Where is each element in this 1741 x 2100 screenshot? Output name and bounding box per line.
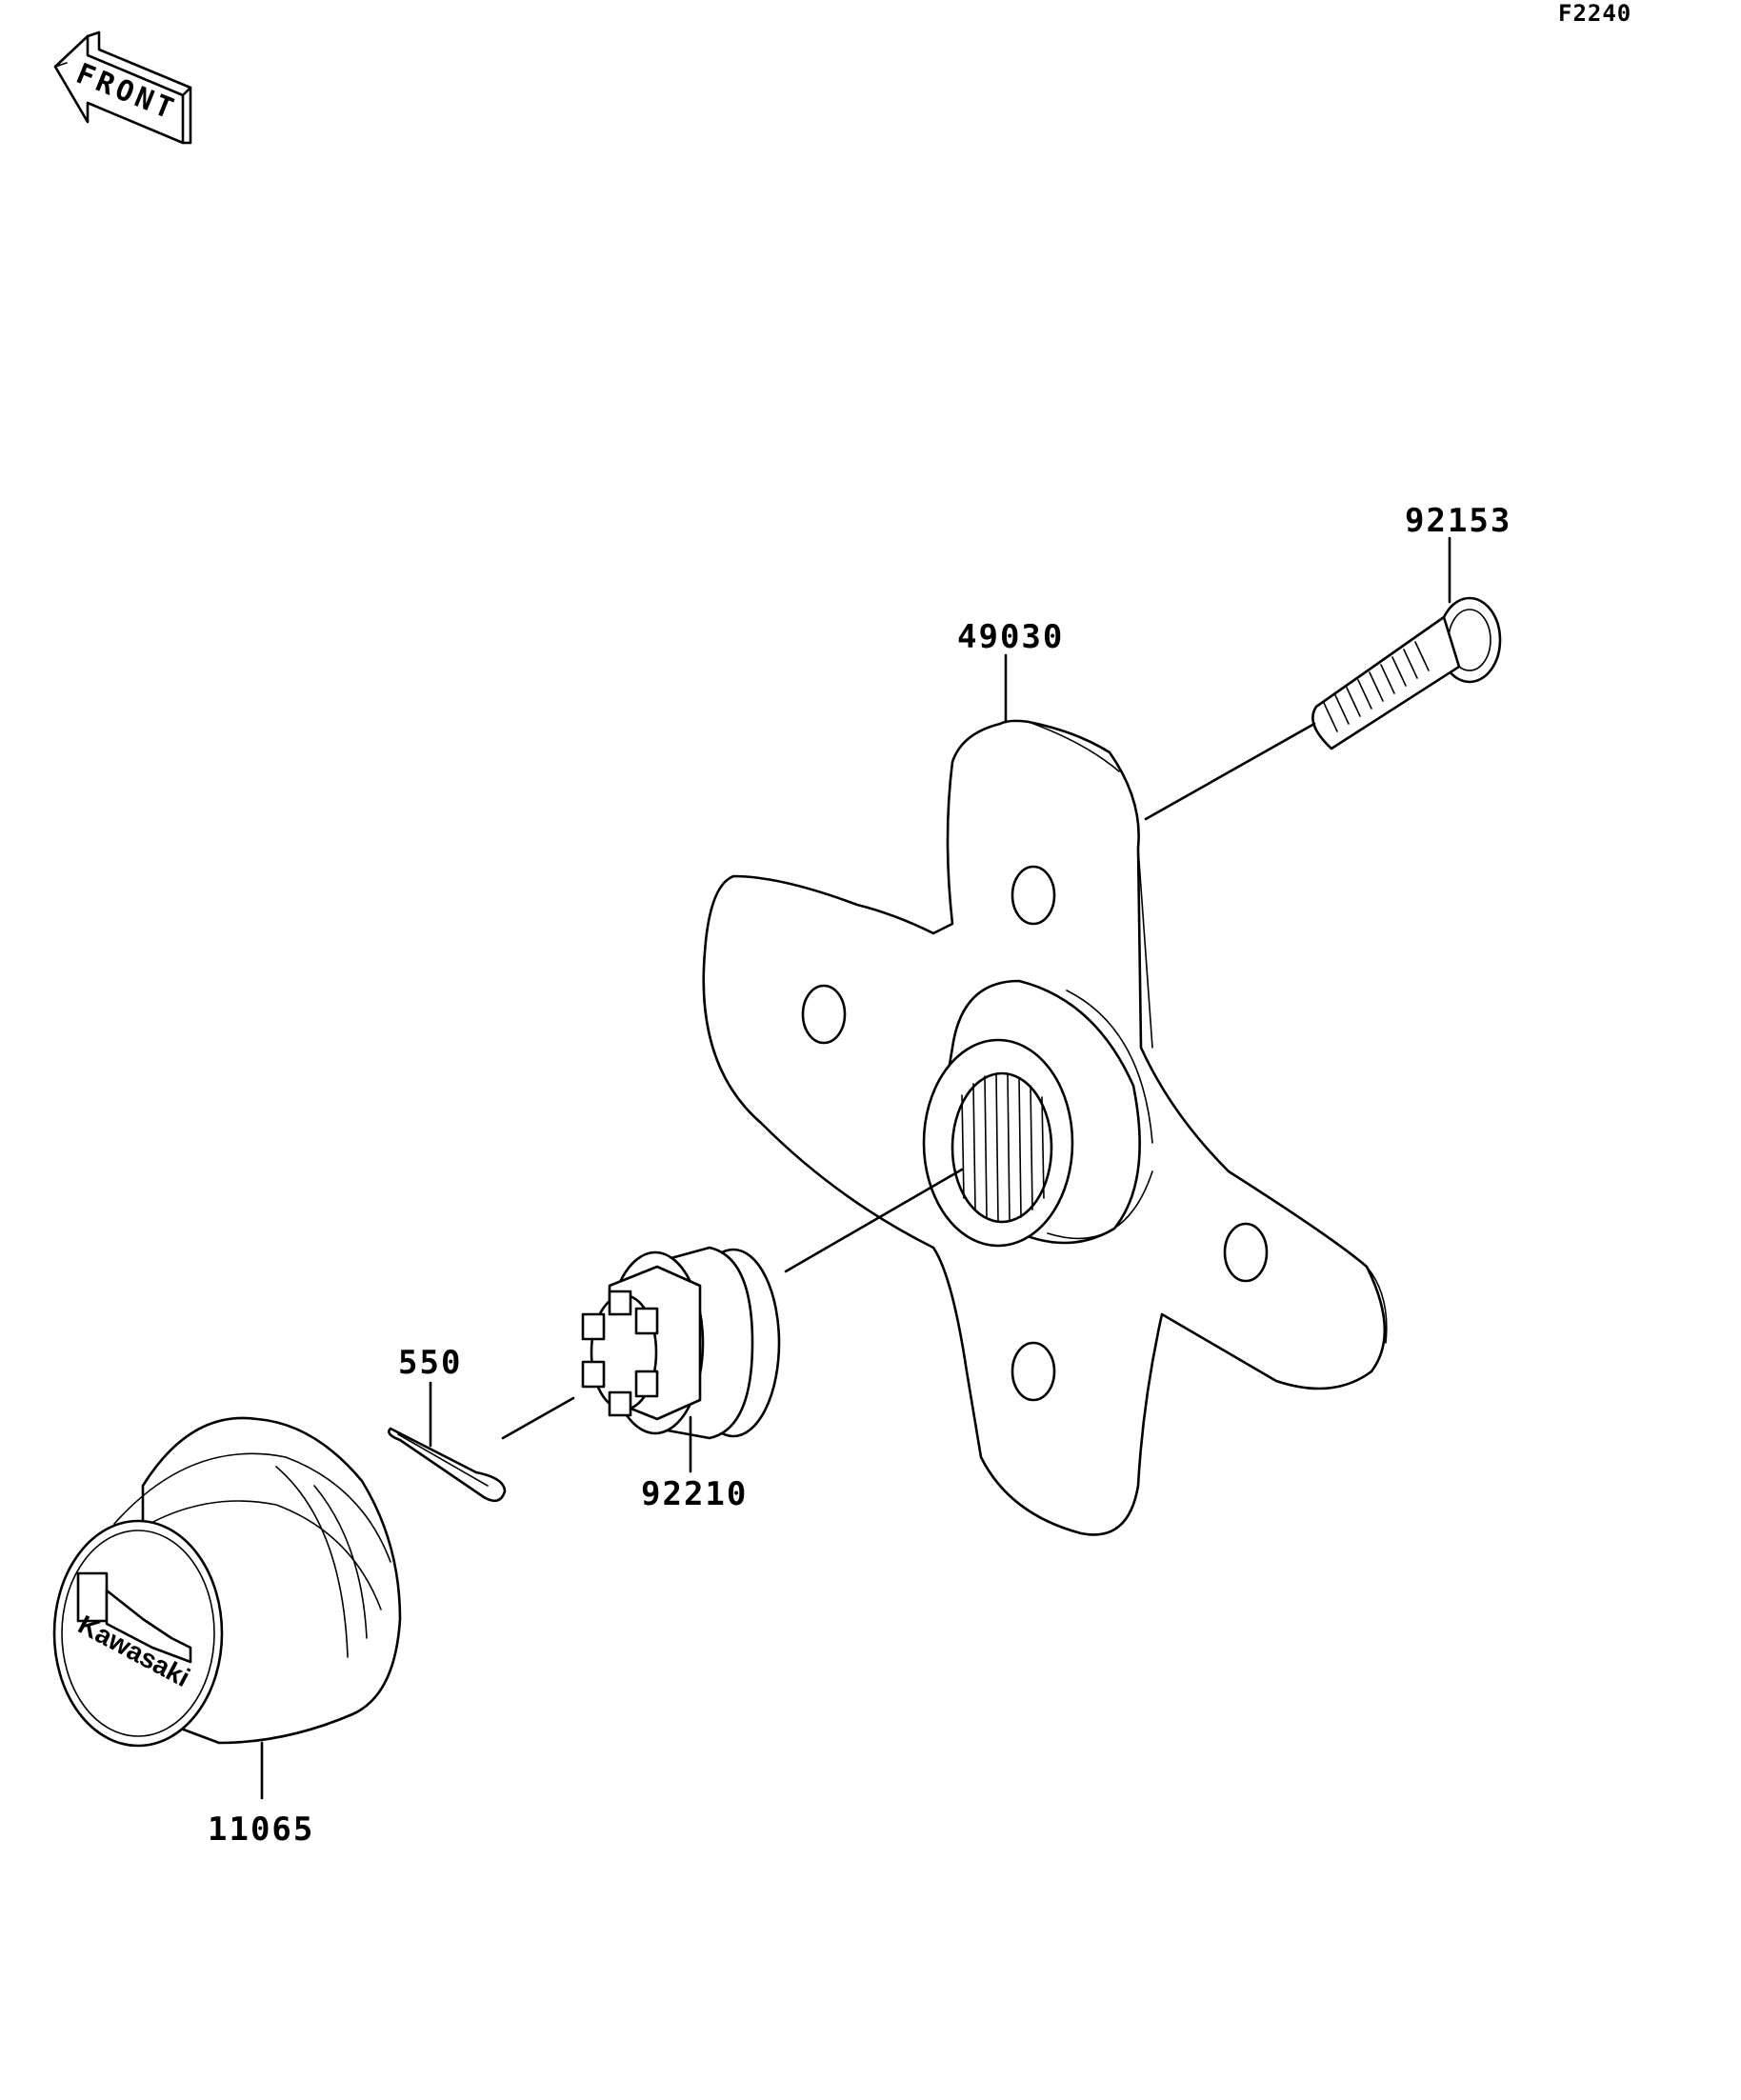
bolt-hole xyxy=(801,984,847,1045)
part-49030-hub-plate xyxy=(702,719,1388,1536)
part-label-11065: 11065 xyxy=(208,1810,314,1849)
castellation-icon xyxy=(581,1290,659,1417)
axis-line xyxy=(501,1396,575,1440)
bolt-hole xyxy=(1223,1222,1269,1283)
part-550-cotter-pin xyxy=(388,1427,507,1503)
part-label-550: 550 xyxy=(398,1344,462,1382)
bolt-hole xyxy=(1011,865,1056,926)
part-label-49030: 49030 xyxy=(957,618,1064,656)
thread-icon xyxy=(1323,641,1430,732)
spline-icon xyxy=(961,1073,1045,1222)
figure-code: F2240 xyxy=(1558,0,1631,27)
front-arrow-icon: FRONT xyxy=(53,30,192,145)
part-label-92210: 92210 xyxy=(641,1475,748,1513)
part-92210-castle-nut xyxy=(581,1246,781,1440)
part-92153-stud-bolt xyxy=(1144,596,1502,821)
part-label-92153: 92153 xyxy=(1405,502,1511,540)
part-11065-hub-cap: Kawasaki xyxy=(52,1416,402,1748)
axis-line xyxy=(784,1168,964,1273)
bolt-hole xyxy=(1011,1341,1056,1402)
